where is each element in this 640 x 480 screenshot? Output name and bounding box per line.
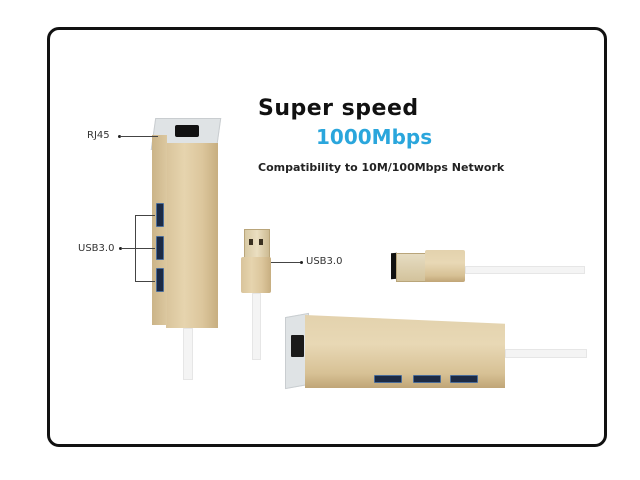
callout-usb-hub-label: USB3.0 bbox=[78, 243, 115, 254]
callout-usb-hub-dot bbox=[119, 247, 122, 250]
usb-port-1 bbox=[156, 203, 164, 227]
vertical-hub-body bbox=[166, 143, 218, 328]
faded-watermark-text bbox=[113, 66, 513, 80]
h-hub-rj45-port-icon bbox=[291, 335, 304, 357]
callout-usb-plug-dot bbox=[300, 261, 303, 264]
h-hub-usb-port-2 bbox=[413, 375, 441, 383]
usb-port-3 bbox=[156, 268, 164, 292]
compatibility-text: Compatibility to 10M/100Mbps Network bbox=[258, 161, 505, 174]
headline-title: Super speed bbox=[258, 96, 419, 121]
usb-plug-slot-1 bbox=[249, 239, 253, 245]
callout-rj45-label: RJ45 bbox=[87, 130, 110, 141]
h-usb-plug-housing bbox=[425, 250, 465, 282]
usb-plug-slot-2 bbox=[259, 239, 263, 245]
usb-plug-cable bbox=[252, 293, 261, 360]
callout-usb-plug-label: USB3.0 bbox=[306, 256, 343, 267]
h-usb-plug-metal bbox=[396, 253, 430, 282]
h-usb-plug-cable bbox=[465, 266, 585, 274]
callout-rj45-line bbox=[120, 136, 158, 137]
callout-usb-hub-bracket-top bbox=[135, 215, 155, 216]
h-hub-usb-port-1 bbox=[374, 375, 402, 383]
h-hub-usb-port-3 bbox=[450, 375, 478, 383]
usb-plug-housing bbox=[241, 257, 271, 293]
callout-rj45-dot bbox=[118, 135, 121, 138]
vertical-hub-cable bbox=[183, 328, 193, 380]
vertical-hub-side bbox=[152, 135, 167, 325]
callout-usb-plug-line bbox=[271, 262, 301, 263]
h-hub-cable bbox=[505, 349, 587, 358]
callout-usb-hub-bracket-bottom bbox=[135, 281, 155, 282]
rj45-port-icon bbox=[175, 125, 199, 137]
callout-usb-hub-bracket-mid bbox=[121, 248, 155, 249]
headline-speed: 1000Mbps bbox=[316, 125, 433, 149]
usb-plug-metal-tip bbox=[244, 229, 270, 259]
usb-port-2 bbox=[156, 236, 164, 260]
